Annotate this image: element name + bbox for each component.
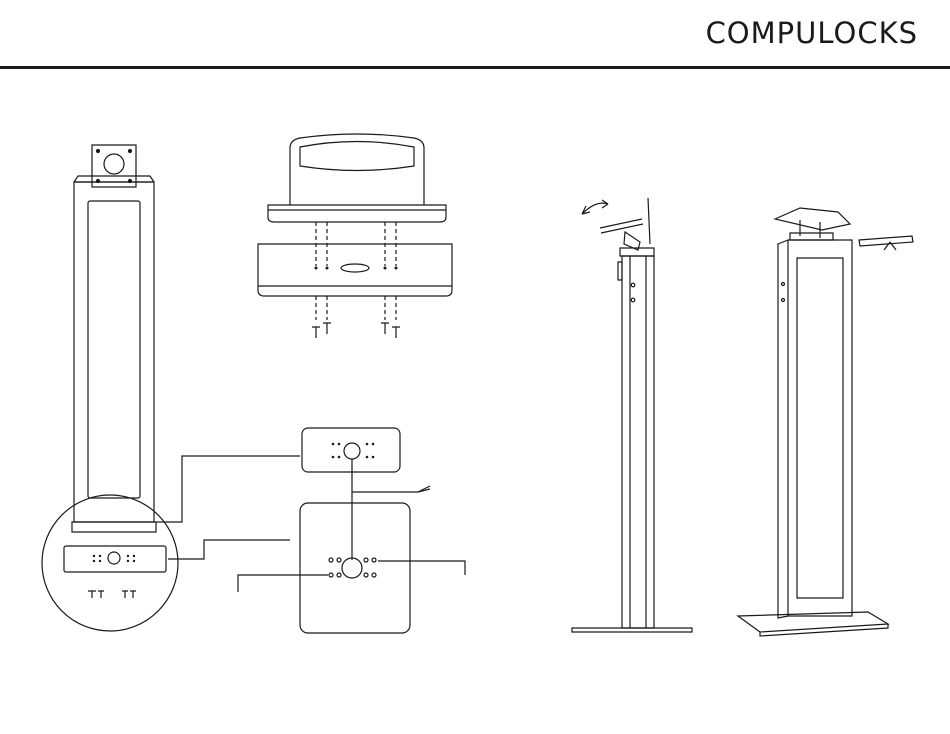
display-window <box>88 201 140 498</box>
kiosk-side-view <box>572 198 692 632</box>
leader-line-base <box>168 540 290 559</box>
kiosk-perspective-view <box>738 208 913 636</box>
kiosk-base <box>72 522 156 532</box>
enclosure-base-plate <box>268 205 446 222</box>
large-base-plate <box>300 503 410 633</box>
tablet-top <box>775 208 850 230</box>
leader-line-top <box>156 456 300 522</box>
detached-tablet-plate <box>859 236 913 246</box>
screws-detail <box>88 591 136 598</box>
base-plate-detail <box>64 546 166 572</box>
plate-hole-pattern <box>238 428 465 633</box>
kiosk-column <box>74 182 154 522</box>
perspective-display-window <box>797 258 843 598</box>
enclosure-mount-exploded <box>258 134 452 338</box>
mount-plate-hole <box>104 154 124 174</box>
leader-line-right <box>378 561 465 575</box>
small-top-plate <box>302 428 400 472</box>
tilt-arrow-icon <box>582 203 608 214</box>
alignment-guides <box>316 222 396 320</box>
screws <box>312 323 400 338</box>
leader-line-left <box>238 575 328 592</box>
side-column <box>622 256 654 628</box>
side-base <box>572 628 692 632</box>
stand-top-plate <box>258 244 452 296</box>
kiosk-front-view <box>42 145 300 631</box>
